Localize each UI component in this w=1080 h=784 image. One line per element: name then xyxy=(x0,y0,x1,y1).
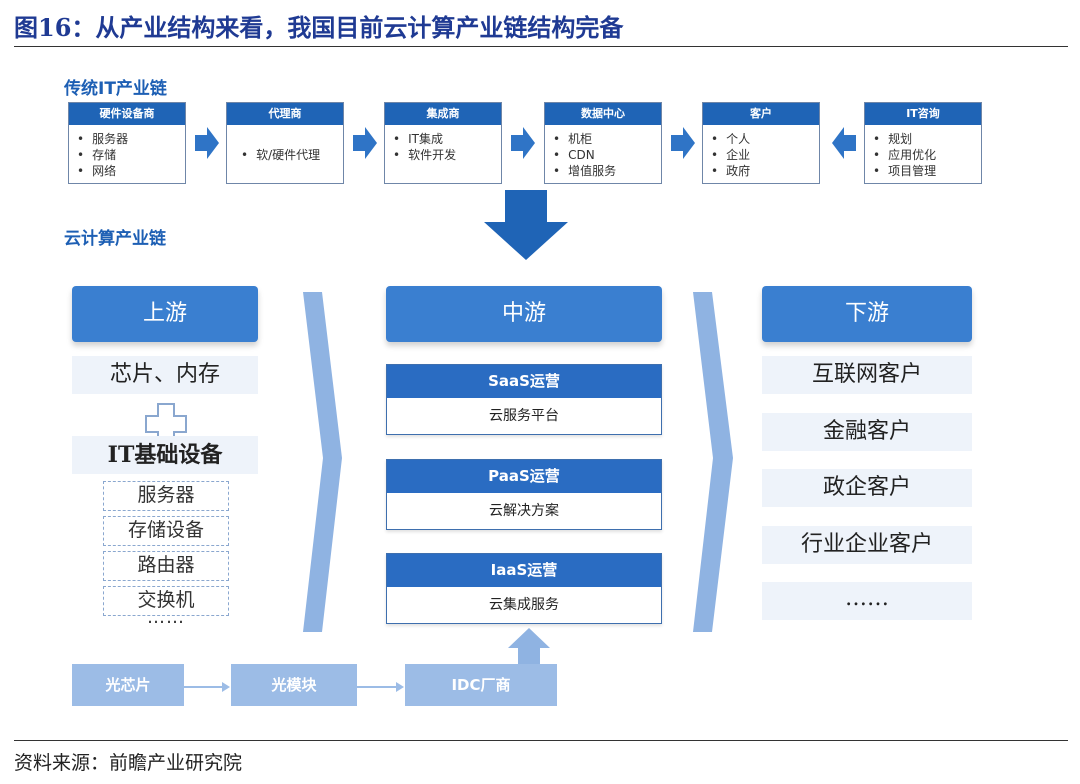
figure-title: 图16：从产业结构来看，我国目前云计算产业链结构完备 xyxy=(14,13,624,42)
iaas-card-header: IaaS运营 xyxy=(387,554,661,587)
up-arrow-icon xyxy=(508,628,550,664)
it-box-header: 硬件设备商 xyxy=(69,103,185,125)
iaas-card: IaaS运营 云集成服务 xyxy=(386,553,662,624)
it-box-header: 客户 xyxy=(703,103,819,125)
upstream-it-infra: IT基础设备 xyxy=(72,436,258,474)
paas-card-header: PaaS运营 xyxy=(387,460,661,493)
traditional-chain-label: 传统IT产业链 xyxy=(64,79,167,99)
supply-idc-vendor: IDC厂商 xyxy=(405,664,557,706)
right-arrow-icon xyxy=(195,127,219,159)
chevron-right-icon xyxy=(693,292,733,632)
down-arrow-icon xyxy=(484,190,568,260)
it-box-item: 政府 xyxy=(711,163,815,179)
it-box-customer: 客户 个人 企业 政府 xyxy=(702,102,820,184)
it-box-header: 集成商 xyxy=(385,103,501,125)
it-box-item: 软件开发 xyxy=(393,147,497,163)
upstream-ellipsis: …… xyxy=(147,607,185,628)
it-box-hardware: 硬件设备商 服务器 存储 网络 xyxy=(68,102,186,184)
supply-optical-chip: 光芯片 xyxy=(72,664,184,706)
upstream-chips: 芯片、内存 xyxy=(72,356,258,394)
downstream-header: 下游 xyxy=(762,286,972,342)
it-box-item: 应用优化 xyxy=(873,147,977,163)
upstream-device: 路由器 xyxy=(103,551,229,581)
saas-card-header: SaaS运营 xyxy=(387,365,661,398)
upstream-device: 服务器 xyxy=(103,481,229,511)
it-box-header: 代理商 xyxy=(227,103,343,125)
footer-divider xyxy=(14,740,1068,741)
upstream-device: 交换机 xyxy=(103,586,229,616)
cloud-chain-label: 云计算产业链 xyxy=(64,229,166,249)
downstream-customer: 互联网客户 xyxy=(762,356,972,394)
it-box-item: 企业 xyxy=(711,147,815,163)
source-note: 资料来源：前瞻产业研究院 xyxy=(14,752,243,774)
right-arrow-icon xyxy=(671,127,695,159)
it-box-item: 项目管理 xyxy=(873,163,977,179)
saas-card: SaaS运营 云服务平台 xyxy=(386,364,662,435)
midstream-header: 中游 xyxy=(386,286,662,342)
upstream-device: 存储设备 xyxy=(103,516,229,546)
supply-optical-module: 光模块 xyxy=(231,664,357,706)
it-box-agent: 代理商 软/硬件代理 xyxy=(226,102,344,184)
it-box-item: 网络 xyxy=(77,163,181,179)
it-box-item: 增值服务 xyxy=(553,163,657,179)
paas-card-body: 云解决方案 xyxy=(489,503,559,519)
title-divider xyxy=(14,46,1068,47)
it-box-header: IT咨询 xyxy=(865,103,981,125)
paas-card: PaaS运营 云解决方案 xyxy=(386,459,662,530)
saas-card-body: 云服务平台 xyxy=(489,408,559,424)
it-box-item: 服务器 xyxy=(77,131,181,147)
it-box-integrator: 集成商 IT集成 软件开发 xyxy=(384,102,502,184)
it-box-item: 存储 xyxy=(77,147,181,163)
right-arrow-icon xyxy=(353,127,377,159)
it-box-item: 规划 xyxy=(873,131,977,147)
it-box-item: CDN xyxy=(553,147,657,163)
downstream-customer: 金融客户 xyxy=(762,413,972,451)
right-arrow-icon xyxy=(511,127,535,159)
it-box-datacenter: 数据中心 机柜 CDN 增值服务 xyxy=(544,102,662,184)
it-box-item: 机柜 xyxy=(553,131,657,147)
downstream-ellipsis: …… xyxy=(762,582,972,620)
it-box-item: IT集成 xyxy=(393,131,497,147)
it-box-consulting: IT咨询 规划 应用优化 项目管理 xyxy=(864,102,982,184)
left-arrow-icon xyxy=(832,127,856,159)
it-box-item: 个人 xyxy=(711,131,815,147)
downstream-customer: 行业企业客户 xyxy=(762,526,972,564)
upstream-header: 上游 xyxy=(72,286,258,342)
chevron-right-icon xyxy=(303,292,342,632)
it-box-header: 数据中心 xyxy=(545,103,661,125)
it-box-item: 软/硬件代理 xyxy=(241,147,339,163)
iaas-card-body: 云集成服务 xyxy=(489,597,559,613)
downstream-customer: 政企客户 xyxy=(762,469,972,507)
